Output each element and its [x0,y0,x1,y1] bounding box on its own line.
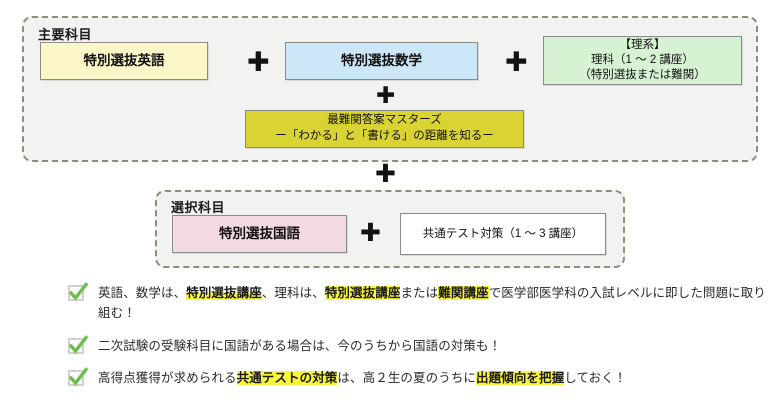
plus-operator-1: ✚ [247,47,270,78]
subject-box-science-line2: 理科（1 ～ 2 講座） [591,53,694,66]
subject-box-japanese-line1: 特別選抜国語 [219,226,300,242]
checklist-item-3-text: 高得点獲得が求められる共通テストの対策は、高２生の夏のうちに出題傾向を把握してお… [98,368,627,388]
green-checkmark-icon [68,282,89,303]
subject-box-masters-line2: ー「わかる」と「書ける」の距離を知るー [275,130,494,142]
seg-highlight-soft: 特別選抜講座 [186,286,262,300]
subject-box-science-line1: 【理系】 [619,38,666,51]
plus-operator-5: ✚ [360,218,381,247]
subject-box-common-test[interactable]: 共通テスト対策（1 ～ 3 講座） [400,213,606,255]
subject-box-masters[interactable]: 最難関答案マスターズ ー「わかる」と「書ける」の距離を知るー [245,110,524,148]
checklist-item-1-text: 英語、数学は、特別選抜講座、理科は、特別選抜講座または難関講座で医学部医学科の入… [98,283,768,324]
subject-box-common-test-line1: 共通テスト対策（1 ～ 3 講座） [422,227,584,240]
subject-box-japanese[interactable]: 特別選抜国語 [172,215,347,253]
plus-operator-2: ✚ [505,47,528,78]
seg-plain: で医学部医学科の入試レベルに即した問題に取り組む！ [98,286,766,321]
subject-box-masters-line1: 最難関答案マスターズ [327,114,442,127]
subject-box-science[interactable]: 【理系】 理科（1 ～ 2 講座） （特別選抜または難関） [543,36,742,85]
subject-box-science-line3: （特別選抜または難関） [579,69,706,82]
seg-highlight: 出題傾向を把握 [476,370,565,385]
subject-box-english-line1: 特別選抜英語 [83,53,165,69]
seg-plain: 英語、数学は、 [98,286,187,300]
seg-plain: 、理科は、 [261,286,325,300]
checklist-item-2-text: 二次試験の受験科目に国語がある場合は、今のうちから国語の対策も！ [98,336,501,356]
seg-highlight: 共通テストの対策 [236,370,338,385]
green-checkmark-icon [68,366,89,388]
subject-box-english[interactable]: 特別選抜英語 [40,42,208,80]
seg-plain: または [400,286,439,300]
subject-box-math-line1: 特別選抜数学 [341,53,422,69]
green-checkmark-icon [68,334,89,356]
seg-plain: しておく！ [564,370,627,385]
main-subjects-group-title: 主要科目 [38,27,93,42]
list-item: 二次試験の受験科目に国語がある場合は、今のうちから国語の対策も！ [68,334,768,356]
checklist: 英語、数学は、特別選抜講座、理科は、特別選抜講座または難関講座で医学部医学科の入… [68,282,768,400]
seg-highlight: 難関講座 [438,286,489,300]
subject-box-math[interactable]: 特別選抜数学 [285,42,478,80]
plus-operator-4: ✚ [375,159,396,188]
list-item: 英語、数学は、特別選抜講座、理科は、特別選抜講座または難関講座で医学部医学科の入… [68,282,768,324]
seg-plain: 二次試験の受験科目に国語がある場合は、今のうちから国語の対策も！ [98,338,502,353]
seg-plain: 高得点獲得が求められる [98,370,237,385]
seg-plain: は、高２生の夏のうちに [337,370,477,385]
seg-highlight: 特別選抜講座 [324,286,401,300]
plus-operator-3: ✚ [376,83,396,109]
list-item: 高得点獲得が求められる共通テストの対策は、高２生の夏のうちに出題傾向を把握してお… [68,366,768,388]
elective-subjects-group-title: 選択科目 [171,200,226,215]
